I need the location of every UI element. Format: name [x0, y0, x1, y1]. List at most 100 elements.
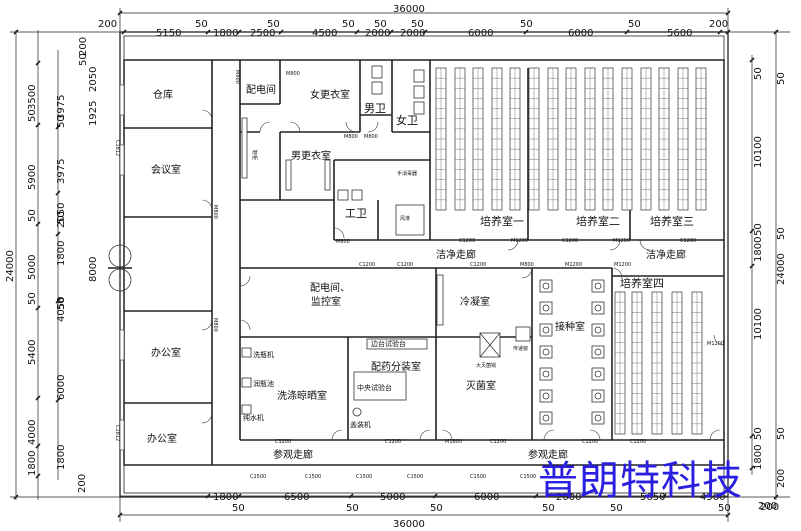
svg-text:M800: M800 — [286, 71, 300, 77]
overall-height-left: 24000 — [5, 250, 16, 282]
svg-text:M800: M800 — [344, 134, 358, 140]
dim-top-7: 2000 — [400, 28, 425, 39]
room-work-wc: 工卫 — [345, 207, 367, 220]
dim-top-8: 6000 — [468, 28, 493, 39]
svg-text:M1800: M1800 — [445, 439, 462, 445]
svg-text:M800: M800 — [234, 70, 240, 84]
culture-rack — [454, 67, 466, 211]
dim-left-50b: 50 — [27, 209, 38, 222]
dim-left-4: 5400 — [27, 340, 38, 365]
room-culture-3: 培养室三 — [650, 214, 694, 228]
dim-inner-3: 2050 — [56, 203, 67, 228]
room-power-monitor-1: 配电间、 — [310, 281, 350, 294]
svg-text:C1500: C1500 — [520, 474, 536, 480]
room-male-wc: 男卫 — [364, 102, 386, 115]
culture-rack — [677, 67, 689, 211]
corridor-clean-2: 洁净走廊 — [646, 248, 686, 261]
dim-inner-7: 6000 — [56, 375, 67, 400]
culture-rack — [691, 291, 703, 435]
culture-rack — [472, 67, 484, 211]
dim-left-200: 200 — [77, 474, 88, 493]
svg-text:M800: M800 — [336, 239, 350, 245]
dim-small-3: 1925 — [88, 101, 99, 126]
central-walls — [239, 60, 724, 441]
dim-left-50a: 50 — [27, 109, 38, 122]
watermark-text: 普朗特科技 — [538, 458, 743, 504]
door-arcs — [239, 121, 725, 441]
room-dispensing: 配药分装室 — [371, 360, 421, 373]
culture-rack — [602, 67, 614, 211]
svg-text:C1200: C1200 — [275, 439, 291, 445]
overall-height-right: 24000 — [776, 253, 787, 285]
room-culture-1: 培养室一 — [480, 214, 524, 228]
label-washer: 洗瓶机 — [253, 350, 274, 359]
dim-right-50f: 50 — [776, 427, 787, 440]
inoculation-bench — [591, 323, 605, 337]
label-shoe-cabinet: 鞋柜 — [251, 150, 258, 160]
label-pass-box: 传递窗 — [513, 345, 528, 352]
svg-text:C1200: C1200 — [397, 262, 413, 268]
svg-text:C1500: C1500 — [407, 474, 423, 480]
svg-text:C1200: C1200 — [459, 238, 475, 244]
dim-top-9: 6000 — [568, 28, 593, 39]
overall-width-top: 36000 — [393, 4, 425, 15]
dim-top-50e: 50 — [411, 19, 424, 30]
room-washing: 洗涤晾晒室 — [277, 389, 327, 402]
door-codes: M800 C1200 C1200 C1200 M800 C1200 M1200 … — [114, 70, 724, 480]
room-female-changing: 女更衣室 — [310, 88, 350, 101]
corridor-visit-2: 参观走廊 — [528, 448, 568, 461]
svg-text:C1200: C1200 — [385, 439, 401, 445]
dim-left-1: 3500 — [27, 85, 38, 110]
dim-left-3: 5000 — [27, 255, 38, 280]
dim-bot-50c: 50 — [430, 503, 443, 514]
room-warehouse: 仓库 — [153, 88, 173, 101]
dim-left-6: 1800 — [27, 451, 38, 476]
culture-rack — [565, 67, 577, 211]
dim-top-2: 5150 — [156, 28, 181, 39]
dim-small-4: 200 — [78, 37, 89, 56]
dim-right-50c: 50 — [753, 427, 764, 440]
dim-inner-6: 4050 — [56, 297, 67, 322]
svg-text:M800: M800 — [212, 205, 218, 219]
inoculation-bench — [539, 301, 553, 315]
dim-small-5: 50 — [56, 211, 67, 224]
inoculation-bench — [591, 389, 605, 403]
dim-top-11: 200 — [709, 19, 728, 30]
culture-rack — [528, 67, 540, 211]
culture-rack — [631, 291, 643, 435]
dim-top-6: 2000 — [365, 28, 390, 39]
culture-rack — [491, 67, 503, 211]
label-hand-disinfection: 手消毒器 — [397, 170, 417, 177]
svg-text:M1200: M1200 — [614, 262, 631, 268]
dim-inner-2: 3975 — [56, 159, 67, 184]
svg-text:C1200: C1200 — [562, 238, 578, 244]
dim-inner-8: 1800 — [56, 445, 67, 470]
culture-rack — [621, 67, 633, 211]
room-meeting: 会议室 — [151, 163, 181, 176]
dim-top-5: 4500 — [312, 28, 337, 39]
dim-left-50c: 50 — [27, 292, 38, 305]
corridor-clean-1: 洁净走廊 — [436, 248, 476, 261]
svg-text:M1200: M1200 — [565, 262, 582, 268]
svg-text:M800: M800 — [212, 318, 218, 332]
dim-top-10: 5600 — [667, 28, 692, 39]
outer-walls — [119, 31, 729, 498]
svg-text:C1500: C1500 — [305, 474, 321, 480]
inoculation-bench — [591, 279, 605, 293]
room-condensation: 冷凝室 — [460, 295, 490, 308]
dim-small-7: 50 — [56, 115, 67, 128]
dim-inner-4: 1800 — [56, 241, 67, 266]
svg-text:C1200: C1200 — [582, 439, 598, 445]
culture-rack — [509, 67, 521, 211]
dim-top-50c: 50 — [342, 19, 355, 30]
label-air-shower: 风淋 — [400, 215, 410, 222]
label-capping: 盖装机 — [350, 420, 371, 429]
room-male-changing: 男更衣室 — [291, 149, 331, 162]
culture-racks-top — [435, 67, 707, 211]
svg-text:C1500: C1500 — [356, 474, 372, 480]
room-power-monitor-2: 监控室 — [311, 295, 341, 308]
culture-rack — [671, 291, 683, 435]
dim-right-bottom-200: 200 — [760, 502, 779, 513]
label-water-machine: 纯水机 — [243, 413, 264, 422]
